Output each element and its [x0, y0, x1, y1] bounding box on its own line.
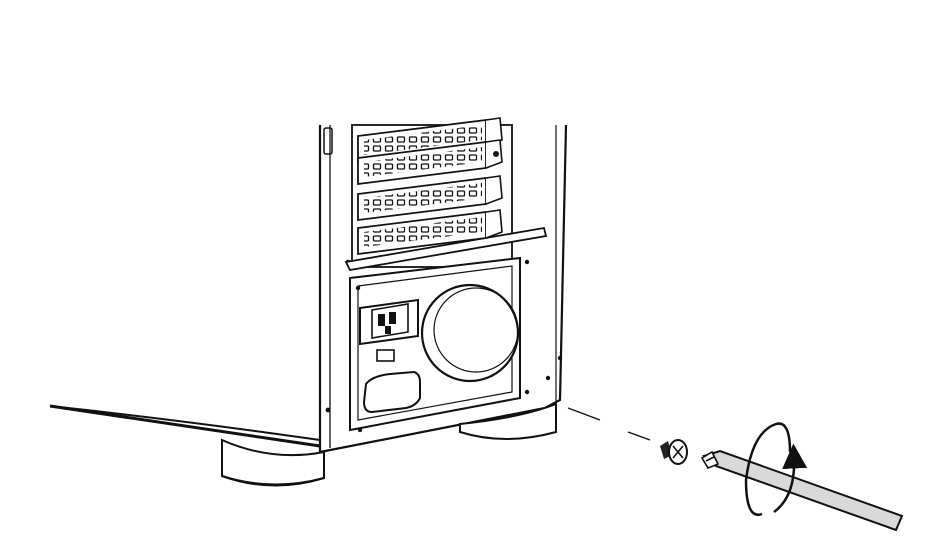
- slot-cover: [357, 139, 503, 186]
- slot-screw: [493, 151, 499, 157]
- screwdriver: [700, 449, 904, 532]
- slot-cover: [357, 175, 503, 222]
- power-supply: [349, 256, 530, 433]
- psu-switch: [362, 370, 421, 414]
- power-socket: [359, 298, 419, 362]
- expansion-slots: [344, 117, 548, 272]
- slot-cover: [357, 209, 503, 256]
- slot-cover: [357, 117, 503, 164]
- guide-line: [567, 407, 651, 441]
- case-screw: [660, 439, 688, 465]
- case-feet: [221, 402, 557, 487]
- rotation-arrow: [744, 422, 808, 517]
- floor-edge-line: [49, 404, 321, 448]
